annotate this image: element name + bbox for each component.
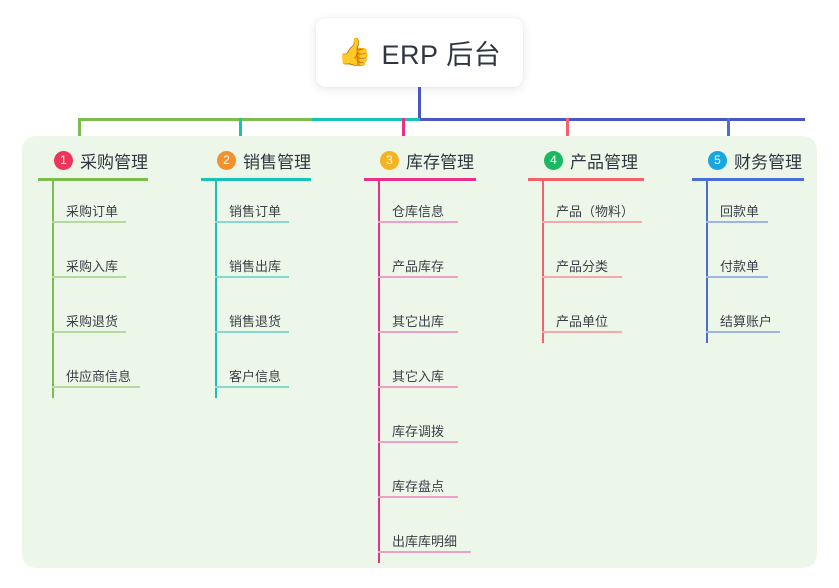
- list-item-underline: [52, 386, 140, 388]
- branch-header-5[interactable]: 5 财务管理: [692, 148, 817, 172]
- list-item-underline: [52, 331, 126, 333]
- list-item-underline: [52, 221, 126, 223]
- list-item-underline: [706, 276, 768, 278]
- branch-spine-2: [215, 178, 217, 398]
- list-item-underline: [706, 331, 780, 333]
- list-item-underline: [706, 221, 768, 223]
- list-item-label: 其它出库: [392, 314, 445, 329]
- list-item-label: 库存盘点: [392, 479, 445, 494]
- list-item-underline: [215, 331, 289, 333]
- branch-column-3: 3 库存管理仓库信息产品库存其它出库其它入库库存调拨库存盘点出库库明细: [364, 148, 524, 563]
- list-item-label: 销售订单: [229, 204, 282, 219]
- list-item-underline: [378, 221, 458, 223]
- branch-badge-5: 5: [708, 150, 727, 170]
- branch-column-2: 2 销售管理销售订单销售出库销售退货客户信息: [201, 148, 351, 398]
- list-item-underline: [215, 276, 289, 278]
- branch-title-3: 库存管理: [406, 152, 474, 172]
- list-item-label: 产品库存: [392, 259, 445, 274]
- list-item-underline: [378, 331, 458, 333]
- branch-badge-1: 1: [54, 150, 73, 170]
- branch-spine-3: [378, 178, 380, 563]
- list-item-underline: [542, 276, 622, 278]
- list-item-underline: [378, 496, 458, 498]
- branch-badge-3: 3: [380, 150, 399, 170]
- list-item-label: 客户信息: [229, 369, 282, 384]
- list-item-label: 出库库明细: [392, 534, 458, 549]
- list-item-underline: [378, 441, 458, 443]
- branch-column-5: 5 财务管理回款单付款单结算账户: [692, 148, 817, 343]
- list-item-label: 结算账户: [720, 314, 773, 329]
- list-item-label: 产品单位: [556, 314, 609, 329]
- branch-badge-4: 4: [544, 150, 563, 170]
- branch-title-5: 财务管理: [734, 152, 802, 172]
- list-item-underline: [542, 221, 642, 223]
- branch-header-2[interactable]: 2 销售管理: [201, 148, 351, 172]
- bus-segment-blue: [420, 118, 805, 121]
- root-node-card[interactable]: 👍 ERP 后台: [316, 18, 523, 87]
- branch-rule-1: [38, 178, 148, 181]
- branch-badge-2: 2: [217, 150, 236, 170]
- branch-header-4[interactable]: 4 产品管理: [528, 148, 688, 172]
- branch-spine-5: [706, 178, 708, 343]
- bus-segment-teal: [312, 118, 420, 121]
- thumbs-up-icon: 👍: [337, 37, 372, 68]
- list-item-label: 仓库信息: [392, 204, 445, 219]
- list-item-label: 回款单: [720, 204, 760, 219]
- branch-title-4: 产品管理: [570, 152, 638, 172]
- list-item-label: 采购退货: [66, 314, 119, 329]
- branch-header-3[interactable]: 3 库存管理: [364, 148, 524, 172]
- list-item-label: 产品分类: [556, 259, 609, 274]
- branch-spine-4: [542, 178, 544, 343]
- list-item-label: 供应商信息: [66, 369, 132, 384]
- list-item-label: 采购订单: [66, 204, 119, 219]
- branch-spine-1: [52, 178, 54, 398]
- list-item-label: 采购入库: [66, 259, 119, 274]
- list-item-label: 销售出库: [229, 259, 282, 274]
- list-item-underline: [215, 386, 289, 388]
- bus-segment-green: [78, 118, 312, 121]
- branch-title-2: 销售管理: [243, 152, 311, 172]
- list-item-label: 其它入库: [392, 369, 445, 384]
- list-item-underline: [215, 221, 289, 223]
- branch-rule-5: [692, 178, 804, 181]
- list-item-underline: [52, 276, 126, 278]
- root-node-title: ERP 后台: [381, 40, 502, 70]
- list-item-underline: [378, 276, 458, 278]
- branch-rule-4: [528, 178, 644, 181]
- list-item-label: 产品（物料）: [556, 204, 635, 219]
- list-item-label: 销售退货: [229, 314, 282, 329]
- branch-header-1[interactable]: 1 采购管理: [38, 148, 188, 172]
- list-item-label: 库存调拨: [392, 424, 445, 439]
- branch-rule-2: [201, 178, 311, 181]
- list-item-underline: [378, 551, 471, 553]
- branch-column-1: 1 采购管理采购订单采购入库采购退货供应商信息: [38, 148, 188, 398]
- list-item-underline: [378, 386, 458, 388]
- branch-column-4: 4 产品管理产品（物料） 产品分类产品单位: [528, 148, 688, 343]
- branch-rule-3: [364, 178, 476, 181]
- branch-title-1: 采购管理: [80, 152, 148, 172]
- list-item-underline: [542, 331, 622, 333]
- list-item-label: 付款单: [720, 259, 760, 274]
- root-connector-stem: [418, 87, 421, 120]
